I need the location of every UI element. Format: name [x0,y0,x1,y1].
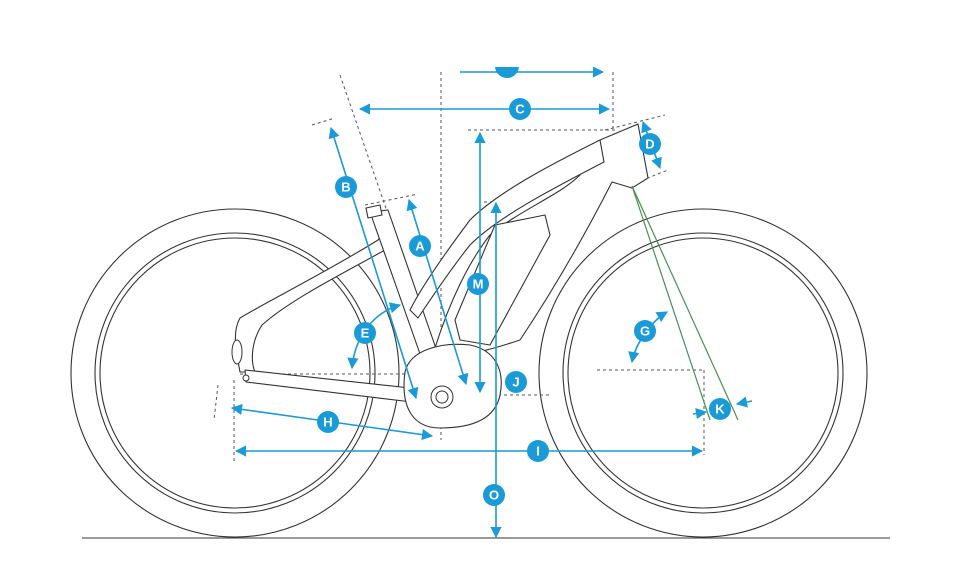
svg-text:H: H [323,415,332,430]
svg-text:G: G [640,324,650,339]
badge-c: C [509,98,531,120]
badge-e: E [354,322,376,344]
badge-b: B [335,176,357,198]
steering-axis-lines [631,185,739,421]
badge-a: A [409,235,431,257]
svg-text:J: J [512,375,519,390]
badge-g: G [634,320,656,342]
svg-text:B: B [341,180,350,195]
svg-text:I: I [536,444,540,459]
badge-i: I [527,440,549,462]
badge-o: O [483,484,505,506]
svg-text:O: O [489,488,499,503]
badge-j: J [505,371,527,393]
motor-housing [403,343,502,429]
badge-k: K [709,398,731,420]
svg-text:A: A [415,239,425,254]
svg-text:D: D [645,137,654,152]
badge-h: H [317,411,339,433]
svg-text:K: K [715,402,725,417]
svg-text:M: M [473,277,484,292]
bike-frame [231,123,649,429]
front-wheel [538,208,868,538]
badge-d: D [639,133,661,155]
badge-m: M [467,273,489,295]
svg-text:E: E [361,326,370,341]
dimension-lines [230,66,753,539]
svg-text:C: C [515,102,525,117]
